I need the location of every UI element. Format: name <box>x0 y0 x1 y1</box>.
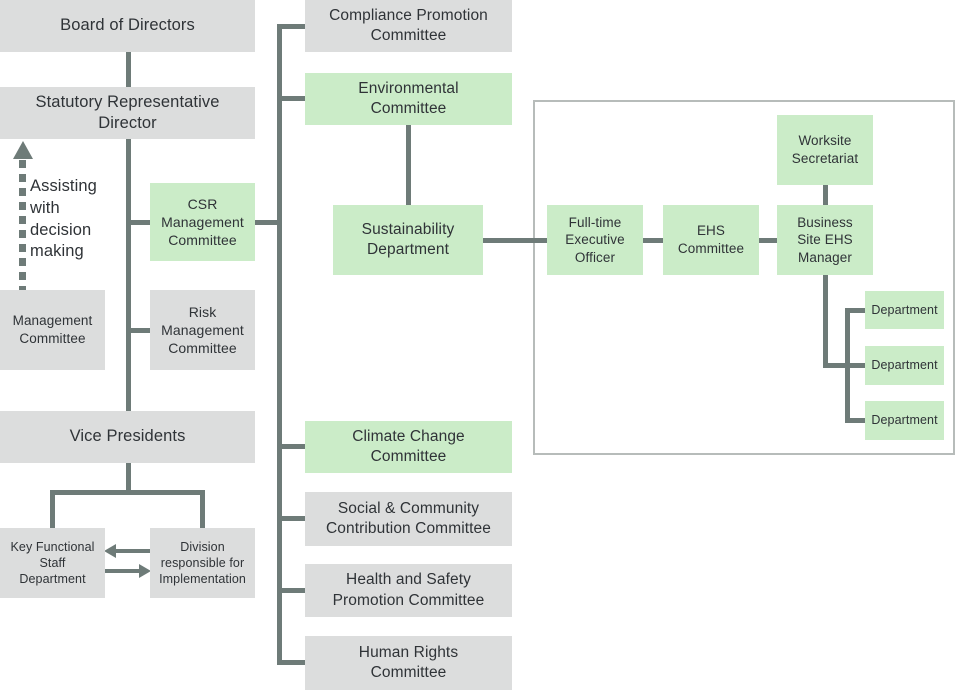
connector-to-department-3 <box>845 418 865 423</box>
arrow-line-division-to-key-functional <box>116 549 150 553</box>
business-site-ehs-manager-box: Business Site EHS Manager <box>777 205 873 275</box>
division-responsible-for-implementation-box: Division responsible for Implementation <box>150 528 255 598</box>
csr-management-committee-box: CSR Management Committee <box>150 183 255 261</box>
connector-board-to-statutory <box>126 52 131 87</box>
connector-business-site-elbow <box>823 363 865 368</box>
dashed-assist-line <box>19 160 26 290</box>
connector-trunk2-to-human-rights <box>277 660 305 665</box>
department-box: Department <box>865 346 944 385</box>
statutory-representative-director-box: Statutory Representative Director <box>0 87 255 139</box>
connector-ehs-to-business-site <box>759 238 777 243</box>
connector-sustainability-to-fulltime <box>483 238 547 243</box>
worksite-secretariat-box: Worksite Secretariat <box>777 115 873 185</box>
connector-vice-presidents-down <box>126 463 131 495</box>
connector-departments-vertical <box>845 308 850 423</box>
department-box: Department <box>865 291 944 329</box>
connector-trunk2-to-climate <box>277 444 305 449</box>
connector-vp-bracket <box>50 490 205 495</box>
environmental-committee-box: Environmental Committee <box>305 73 512 125</box>
connector-business-site-down <box>823 275 828 368</box>
health-safety-promotion-committee-box: Health and Safety Promotion Committee <box>305 564 512 617</box>
risk-management-committee-box: Risk Management Committee <box>150 290 255 370</box>
arrow-up-icon <box>13 141 33 159</box>
connector-csr-to-trunk2 <box>255 220 282 225</box>
assisting-note: Assisting with decision making <box>30 177 97 261</box>
connector-statutory-to-vice-presidents <box>126 139 131 411</box>
connector-bracket-to-key-functional <box>50 490 55 528</box>
sustainability-department-box: Sustainability Department <box>333 205 483 275</box>
connector-fulltime-to-ehs <box>643 238 663 243</box>
human-rights-committee-box: Human Rights Committee <box>305 636 512 690</box>
social-community-contribution-committee-box: Social & Community Contribution Committe… <box>305 492 512 546</box>
ehs-structure-panel <box>533 100 955 455</box>
connector-to-department-1 <box>845 308 865 313</box>
management-committee-box: Management Committee <box>0 290 105 370</box>
connector-trunk-to-risk <box>126 328 150 333</box>
full-time-executive-officer-box: Full-time Executive Officer <box>547 205 643 275</box>
connector-trunk2-to-compliance <box>277 24 305 29</box>
connector-bracket-to-division <box>200 490 205 528</box>
arrow-line-key-functional-to-division <box>105 569 139 573</box>
connector-worksite-to-business-site <box>823 185 828 205</box>
connector-environmental-to-sustainability <box>406 125 411 205</box>
connector-trunk2-to-social <box>277 516 305 521</box>
climate-change-committee-box: Climate Change Committee <box>305 421 512 473</box>
vice-presidents-box: Vice Presidents <box>0 411 255 463</box>
compliance-promotion-committee-box: Compliance Promotion Committee <box>305 0 512 52</box>
connector-trunk2-to-environmental <box>277 96 305 101</box>
committee-trunk-line <box>277 24 282 665</box>
ehs-committee-box: EHS Committee <box>663 205 759 275</box>
connector-trunk2-to-health <box>277 588 305 593</box>
department-box: Department <box>865 401 944 440</box>
arrow-left-icon <box>104 544 116 558</box>
key-functional-staff-department-box: Key Functional Staff Department <box>0 528 105 598</box>
board-of-directors-box: Board of Directors <box>0 0 255 52</box>
connector-trunk-to-csr <box>126 220 150 225</box>
arrow-right-icon <box>139 564 151 578</box>
